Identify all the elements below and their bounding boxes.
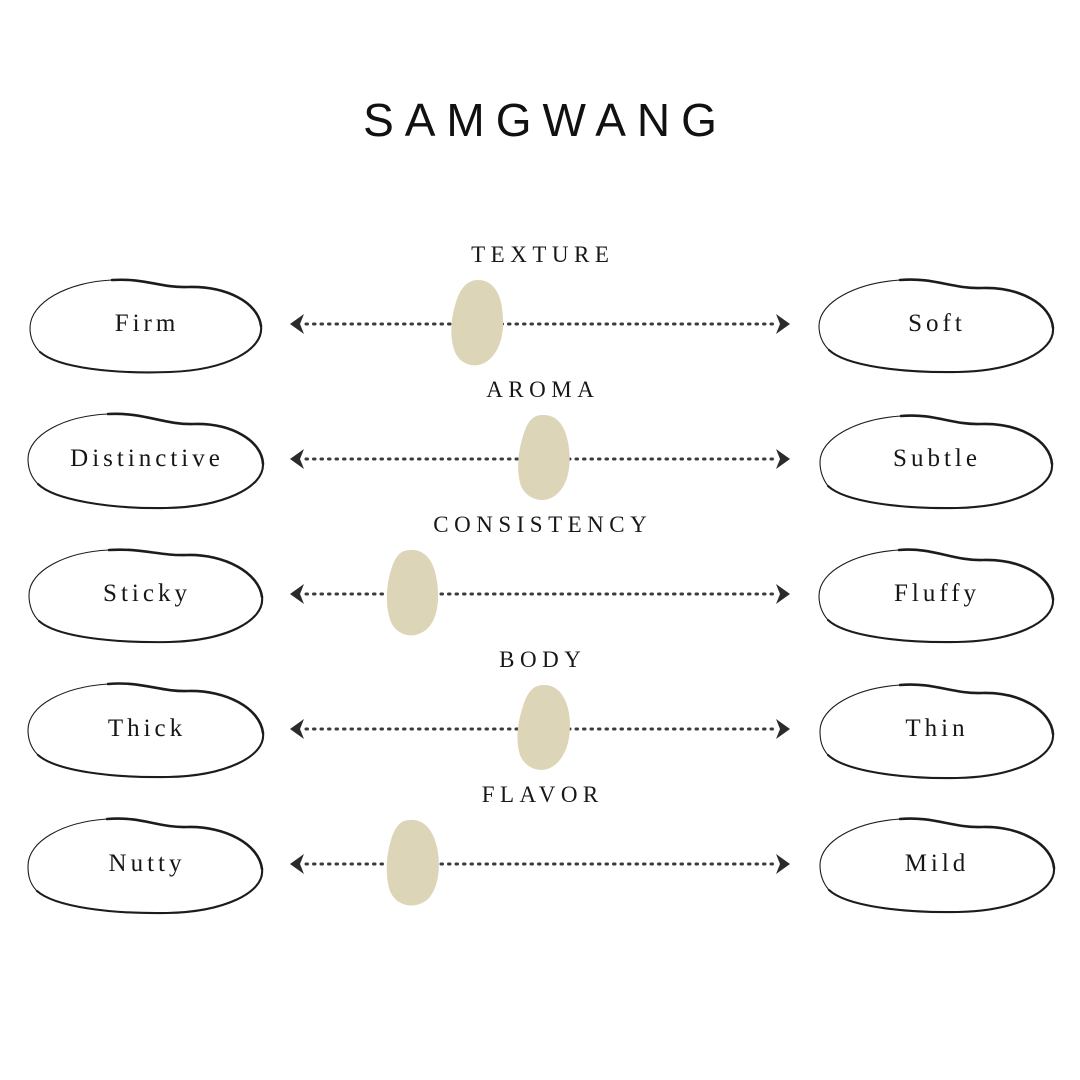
left-pole-bubble: Nutty — [20, 812, 270, 916]
blob-outline-icon — [819, 683, 1055, 780]
left-pole-label: Nutty — [108, 850, 186, 877]
blob-outline-icon — [818, 548, 1055, 644]
profile-row: TEXTURE Firm — [0, 230, 1080, 374]
right-pole-bubble: Subtle — [810, 407, 1060, 511]
left-pole-bubble: Thick — [20, 677, 270, 781]
right-pole-bubble: Mild — [810, 812, 1060, 916]
scale-axis — [288, 310, 792, 338]
profile-chart: TEXTURE Firm — [0, 230, 1080, 950]
blob-marker-icon — [386, 819, 439, 906]
blob-outline-icon — [819, 414, 1054, 510]
left-pole-bubble: Sticky — [20, 542, 270, 646]
category-label: BODY — [499, 647, 587, 672]
right-pole-label: Soft — [908, 310, 966, 337]
category-label: AROMA — [486, 377, 600, 402]
double-arrow-icon — [290, 854, 790, 874]
left-pole-label: Firm — [114, 310, 180, 337]
scale-axis — [288, 580, 792, 608]
blob-outline-icon — [28, 548, 264, 644]
header: SAMGWANG — [0, 0, 1080, 230]
right-pole-bubble: Soft — [810, 272, 1060, 376]
blob-outline-icon — [818, 278, 1055, 374]
left-pole-label: Thick — [107, 715, 187, 742]
blob-outline-icon — [819, 817, 1056, 914]
left-pole-bubble: Firm — [20, 272, 270, 376]
value-marker — [514, 413, 576, 503]
left-pole-label: Distinctive — [70, 445, 224, 472]
blob-marker-icon — [451, 280, 504, 366]
left-pole-bubble: Distinctive — [20, 407, 270, 511]
profile-row: AROMA Distinctive — [0, 365, 1080, 510]
right-pole-bubble: Fluffy — [810, 542, 1060, 646]
value-marker — [514, 683, 576, 773]
right-pole-label: Fluffy — [893, 580, 981, 607]
right-pole-label: Mild — [904, 850, 970, 877]
blob-marker-icon — [517, 684, 570, 770]
right-pole-label: Subtle — [893, 445, 981, 472]
blob-outline-icon — [27, 412, 265, 510]
value-marker — [383, 818, 445, 908]
profile-row: CONSISTENCY Sticky — [0, 500, 1080, 644]
scale-axis — [288, 850, 792, 878]
profile-row: FLAVOR Nutty — [0, 770, 1080, 915]
left-pole-label: Sticky — [103, 580, 191, 607]
blob-outline-icon — [29, 278, 263, 374]
page-title: SAMGWANG — [363, 94, 728, 146]
blob-outline-icon — [27, 682, 265, 779]
right-pole-bubble: Thin — [810, 677, 1060, 781]
blob-outline-icon — [27, 817, 264, 915]
profile-row: BODY Thick — [0, 635, 1080, 780]
blob-marker-icon — [517, 414, 570, 500]
value-marker — [448, 278, 510, 368]
category-label: FLAVOR — [481, 782, 604, 807]
category-label: CONSISTENCY — [433, 512, 653, 537]
blob-marker-icon — [386, 549, 438, 636]
category-label: TEXTURE — [471, 242, 615, 267]
double-arrow-icon — [290, 314, 790, 334]
right-pole-label: Thin — [905, 715, 969, 742]
double-arrow-icon — [290, 584, 790, 604]
value-marker — [383, 548, 445, 638]
